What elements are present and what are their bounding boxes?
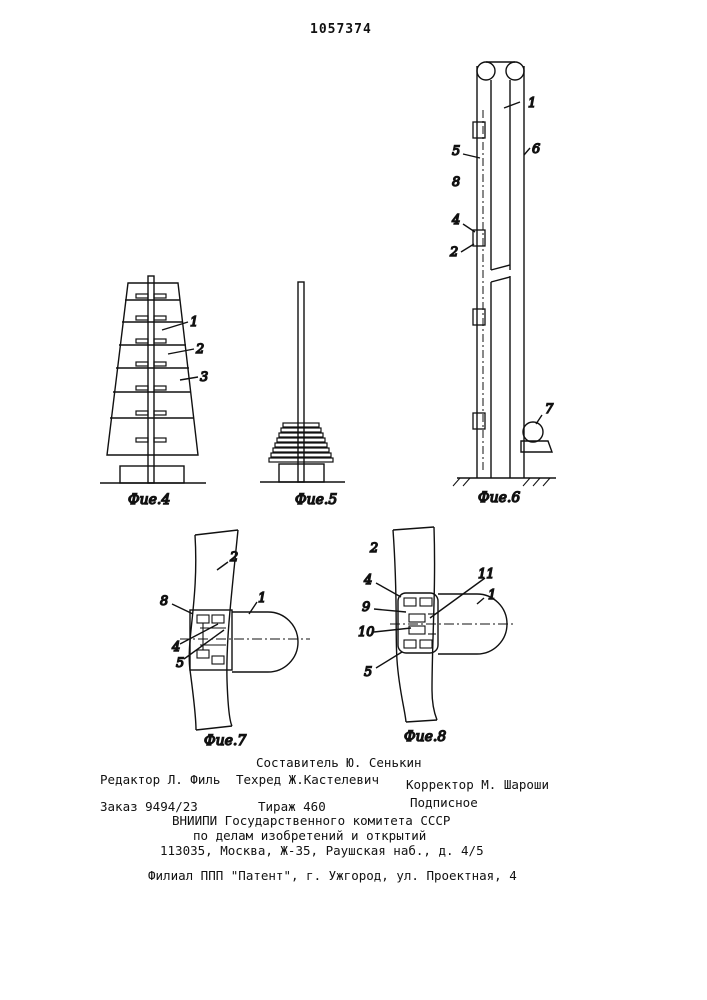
fig8-label-10: 10 (358, 625, 375, 640)
fig8-label-1: 1 (488, 588, 496, 603)
fig6-label-6: 6 (532, 142, 540, 157)
colophon-subscription: Подписное (410, 795, 478, 810)
fig4-base (120, 466, 184, 483)
colophon-print-run: Тираж 460 (258, 799, 326, 814)
fig8-member-right-edge (432, 527, 437, 720)
fig5-caption: Фие.5 (295, 492, 337, 508)
fig7-label-8: 8 (160, 594, 168, 609)
fig8-label-5: 5 (364, 665, 372, 680)
colophon-corrector: Корректор М. Шароши (406, 777, 549, 792)
colophon-org2: по делам изобретений и открытий (193, 828, 426, 843)
colophon-compiler: Составитель Ю. Сенькин (256, 755, 422, 770)
figure-6: 1 5 6 8 4 2 7 Фие.6 (449, 62, 556, 506)
fig4-central-rod (148, 276, 154, 483)
fig6-drive (523, 422, 543, 442)
fig8-label-11: 11 (478, 567, 495, 582)
fig8-label-2: 2 (369, 541, 378, 556)
fig6-label-1: 1 (528, 96, 536, 111)
figure-5: Фие.5 (260, 282, 345, 508)
fig8-label-4: 4 (363, 573, 372, 588)
figure-4: 1 2 3 Фие.4 (100, 276, 208, 508)
fig6-caption: Фие.6 (478, 490, 520, 506)
fig6-label-4: 4 (451, 213, 460, 228)
fig6-label-7: 7 (545, 402, 554, 417)
fig8-label-9: 9 (362, 600, 370, 615)
colophon-address: 113035, Москва, Ж-35, Раушская наб., д. … (160, 843, 484, 858)
fig6-label-2: 2 (449, 245, 458, 260)
fig4-label-3: 3 (200, 370, 208, 385)
figure-8: 2 11 1 4 9 10 5 Фие.8 (358, 527, 515, 745)
colophon-techred: Техред Ж.Кастелевич (236, 772, 379, 787)
fig4-caption: Фие.4 (128, 492, 170, 508)
fig7-label-2: 2 (229, 550, 238, 565)
fig5-base (279, 464, 324, 482)
fig8-caption: Фие.8 (404, 729, 446, 745)
fig4-label-1: 1 (190, 315, 198, 330)
fig6-label-8: 8 (452, 175, 460, 190)
fig7-label-5: 5 (176, 656, 184, 671)
fig6-pulley-left (477, 62, 495, 80)
fig8-member-left-edge (393, 530, 406, 722)
figure-7: 2 1 8 4 5 Фие.7 (160, 530, 310, 749)
fig7-caption: Фие.7 (204, 733, 246, 749)
fig4-stack-outline (107, 283, 198, 455)
fig6-label-5: 5 (452, 144, 460, 159)
fig7-element-1 (232, 612, 298, 672)
colophon-order: Заказ 9494/23 (100, 799, 198, 814)
colophon-branch: Филиал ППП "Патент", г. Ужгород, ул. Про… (148, 868, 517, 883)
fig7-label-4: 4 (171, 640, 180, 655)
fig5-stacked-layers (269, 423, 333, 462)
colophon-org1: ВНИИПИ Государственного комитета СССР (172, 813, 450, 828)
fig7-label-1: 1 (258, 591, 266, 606)
fig6-pulley-right (506, 62, 524, 80)
fig4-label-2: 2 (195, 342, 204, 357)
colophon-editor: Редактор Л. Филь (100, 772, 220, 787)
